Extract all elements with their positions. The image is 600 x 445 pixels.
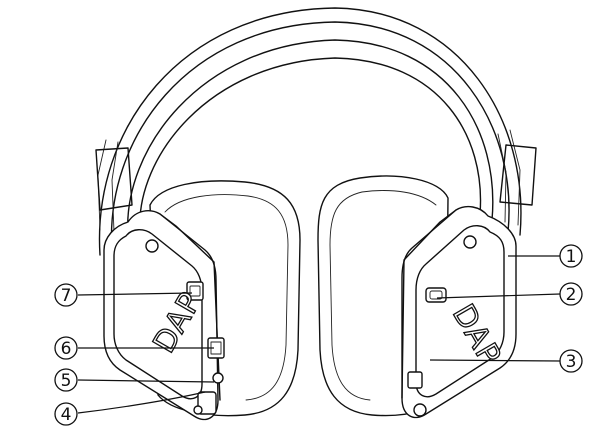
headband — [95, 7, 537, 256]
callout-3-label: 3 — [566, 352, 577, 372]
callout-leaders — [77, 255, 561, 414]
callout-6: 6 — [54, 336, 78, 360]
callout-7: 7 — [54, 283, 78, 307]
callout-1-label: 1 — [566, 247, 577, 267]
left-earcup: DAP — [103, 180, 301, 421]
callout-2: 2 — [559, 282, 583, 306]
callout-6-label: 6 — [61, 339, 72, 359]
callout-3: 3 — [559, 349, 583, 373]
callout-1: 1 — [559, 244, 583, 268]
callout-4: 4 — [54, 402, 78, 426]
callout-5: 5 — [54, 368, 78, 392]
callout-7-label: 7 — [61, 286, 72, 306]
callout-4-label: 4 — [61, 405, 72, 425]
callout-2-label: 2 — [566, 285, 577, 305]
callout-5-label: 5 — [61, 371, 72, 391]
right-earcup: DAP — [317, 175, 517, 419]
